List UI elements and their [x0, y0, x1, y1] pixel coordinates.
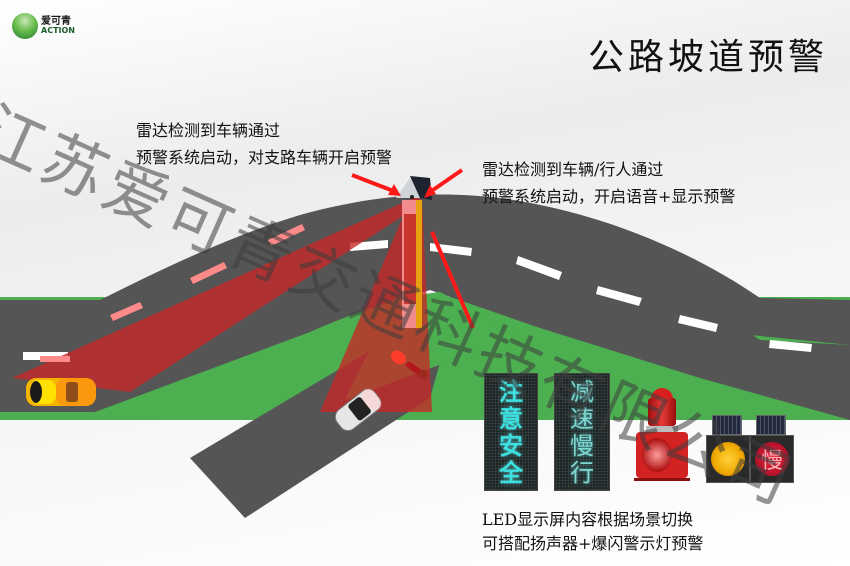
led-char: 意 — [499, 404, 523, 433]
main-road-annotation: 雷达检测到车辆/行人通过 预警系统启动，开启语音+显示预警 — [482, 156, 735, 210]
annotation-line: 预警系统启动，开启语音+显示预警 — [482, 187, 736, 206]
company-logo: 爱可青 ACTION — [12, 13, 75, 39]
caption-line: LED显示屏内容根据场景切换 — [482, 510, 694, 529]
led-char: 行 — [570, 458, 594, 487]
speaker-alarm-icon — [634, 388, 690, 484]
led-char: 慢 — [570, 431, 594, 460]
branch-road-annotation: 雷达检测到车辆通过 预警系统启动，对支路车辆开启预警 — [136, 117, 392, 171]
warning-pole — [396, 176, 432, 328]
logo-mark-icon — [12, 13, 38, 39]
motorcycle-rider-icon — [391, 350, 429, 380]
device-caption: LED显示屏内容根据场景切换 可搭配扬声器+爆闪警示灯预警 — [482, 508, 703, 556]
radar-beam-left — [12, 195, 420, 392]
solar-panel-icon — [712, 415, 742, 435]
led-char: 速 — [570, 404, 594, 433]
main-road — [0, 200, 850, 420]
led-screen-safety: 注 意 安 全 — [484, 373, 538, 491]
annotation-line: 雷达检测到车辆/行人通过 — [482, 160, 664, 179]
annotation-line: 雷达检测到车辆通过 — [136, 121, 281, 140]
beam-dashes — [40, 224, 305, 362]
yellow-flash-light-icon — [706, 415, 750, 485]
page-title: 公路坡道预警 — [587, 37, 828, 78]
red-arrows — [351, 168, 475, 329]
led-screen-slow-down: 减 速 慢 行 — [554, 373, 610, 491]
yellow-car-icon — [26, 378, 96, 406]
led-char: 全 — [499, 458, 523, 487]
arched-road — [0, 194, 850, 357]
caption-line: 可搭配扬声器+爆闪警示灯预警 — [482, 534, 704, 553]
solar-panel-icon — [756, 415, 786, 435]
white-car-icon — [334, 388, 382, 432]
slow-sign-text: 慢 — [755, 442, 789, 476]
logo-english: ACTION — [41, 26, 75, 35]
red-flash-light-icon: 慢 — [750, 415, 794, 485]
led-char: 安 — [499, 431, 523, 460]
led-char: 注 — [499, 377, 523, 406]
led-char: 减 — [570, 377, 594, 406]
annotation-line: 预警系统启动，对支路车辆开启预警 — [136, 148, 393, 167]
logo-chinese: 爱可青 — [41, 16, 71, 27]
